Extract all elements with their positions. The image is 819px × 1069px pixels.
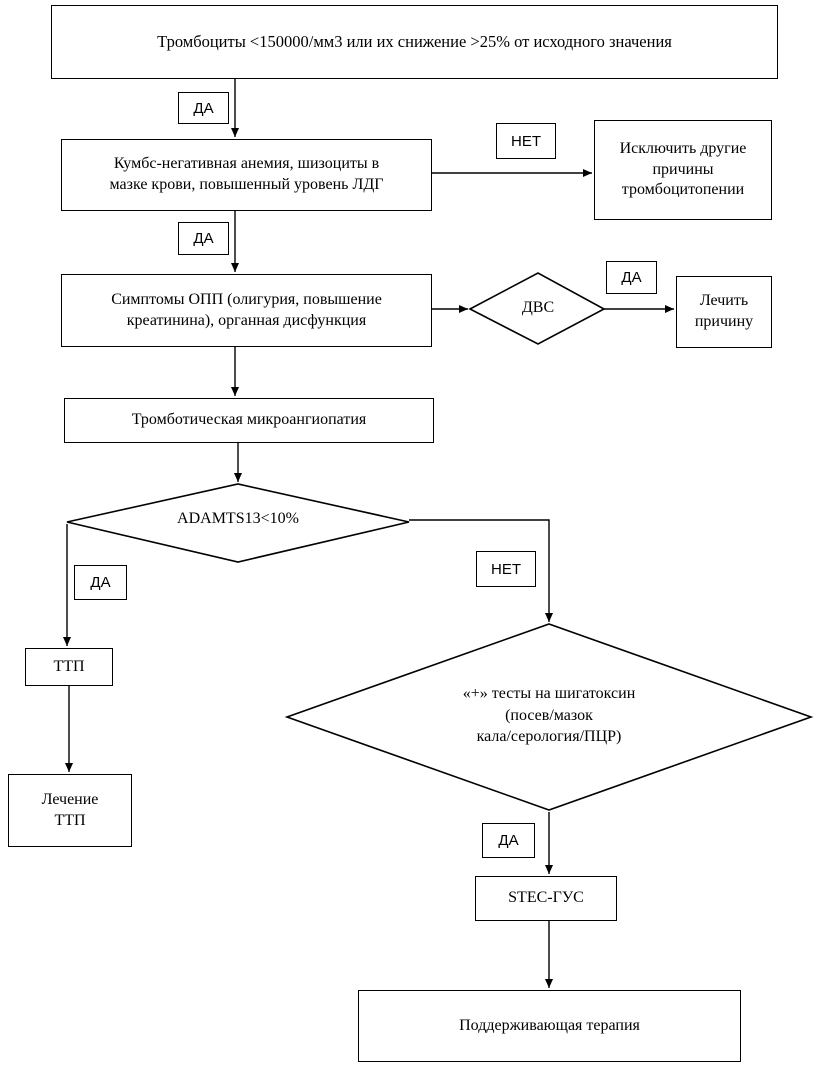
stec-hus-box: STEC-ГУС bbox=[475, 876, 617, 921]
yes-label-1: ДА bbox=[178, 92, 229, 124]
dic-diamond bbox=[468, 272, 606, 345]
ttp-treatment-text: Лечение ТТП bbox=[41, 790, 99, 829]
adamts13-text: ADAMTS13<10% bbox=[177, 510, 299, 527]
no-label-1: НЕТ bbox=[496, 123, 556, 159]
exclude-text: Исключить другие причины тромбоцитопении bbox=[619, 139, 747, 199]
aki-box: Симптомы ОПП (олигурия, повышение креати… bbox=[61, 274, 432, 347]
coombs-text: Кумбс-негативная анемия, шизоциты в мазк… bbox=[109, 155, 384, 193]
ttp-box: ТТП bbox=[25, 648, 113, 686]
stec-hus-text: STEC-ГУС bbox=[508, 889, 584, 907]
yes-label-2: ДА bbox=[178, 222, 229, 255]
no-label-2: НЕТ bbox=[476, 551, 536, 587]
adamts13-diamond bbox=[66, 483, 410, 563]
ttp-text: ТТП bbox=[53, 657, 85, 675]
yes-label-4: ДА bbox=[74, 565, 127, 600]
supportive-therapy-box: Поддерживающая терапия bbox=[358, 990, 741, 1062]
shiga-toxin-text: «+» тесты на шигатоксин (посев/мазок кал… bbox=[462, 685, 636, 746]
arrow-adamts13-to-shiga bbox=[409, 519, 553, 622]
coombs-box: Кумбс-негативная анемия, шизоциты в мазк… bbox=[61, 139, 432, 211]
tma-text: Тромботическая микроангиопатия bbox=[131, 411, 367, 429]
platelets-text: Тромбоциты <150000/мм3 или их снижение >… bbox=[157, 32, 672, 52]
treat-cause-box: Лечить причину bbox=[676, 276, 772, 348]
yes-label-3: ДА bbox=[606, 261, 657, 294]
treat-cause-text: Лечить причину bbox=[694, 292, 754, 330]
exclude-box: Исключить другие причины тромбоцитопении bbox=[594, 120, 772, 220]
aki-text: Симптомы ОПП (олигурия, повышение креати… bbox=[111, 290, 382, 329]
supportive-therapy-text: Поддерживающая терапия bbox=[459, 1016, 640, 1034]
platelets-box: Тромбоциты <150000/мм3 или их снижение >… bbox=[51, 5, 778, 79]
tma-box: Тромботическая микроангиопатия bbox=[64, 398, 434, 443]
yes-label-5: ДА bbox=[482, 823, 535, 858]
shiga-toxin-diamond bbox=[284, 623, 814, 811]
ttp-treatment-box: Лечение ТТП bbox=[8, 774, 132, 847]
dic-text: ДВС bbox=[521, 299, 555, 316]
